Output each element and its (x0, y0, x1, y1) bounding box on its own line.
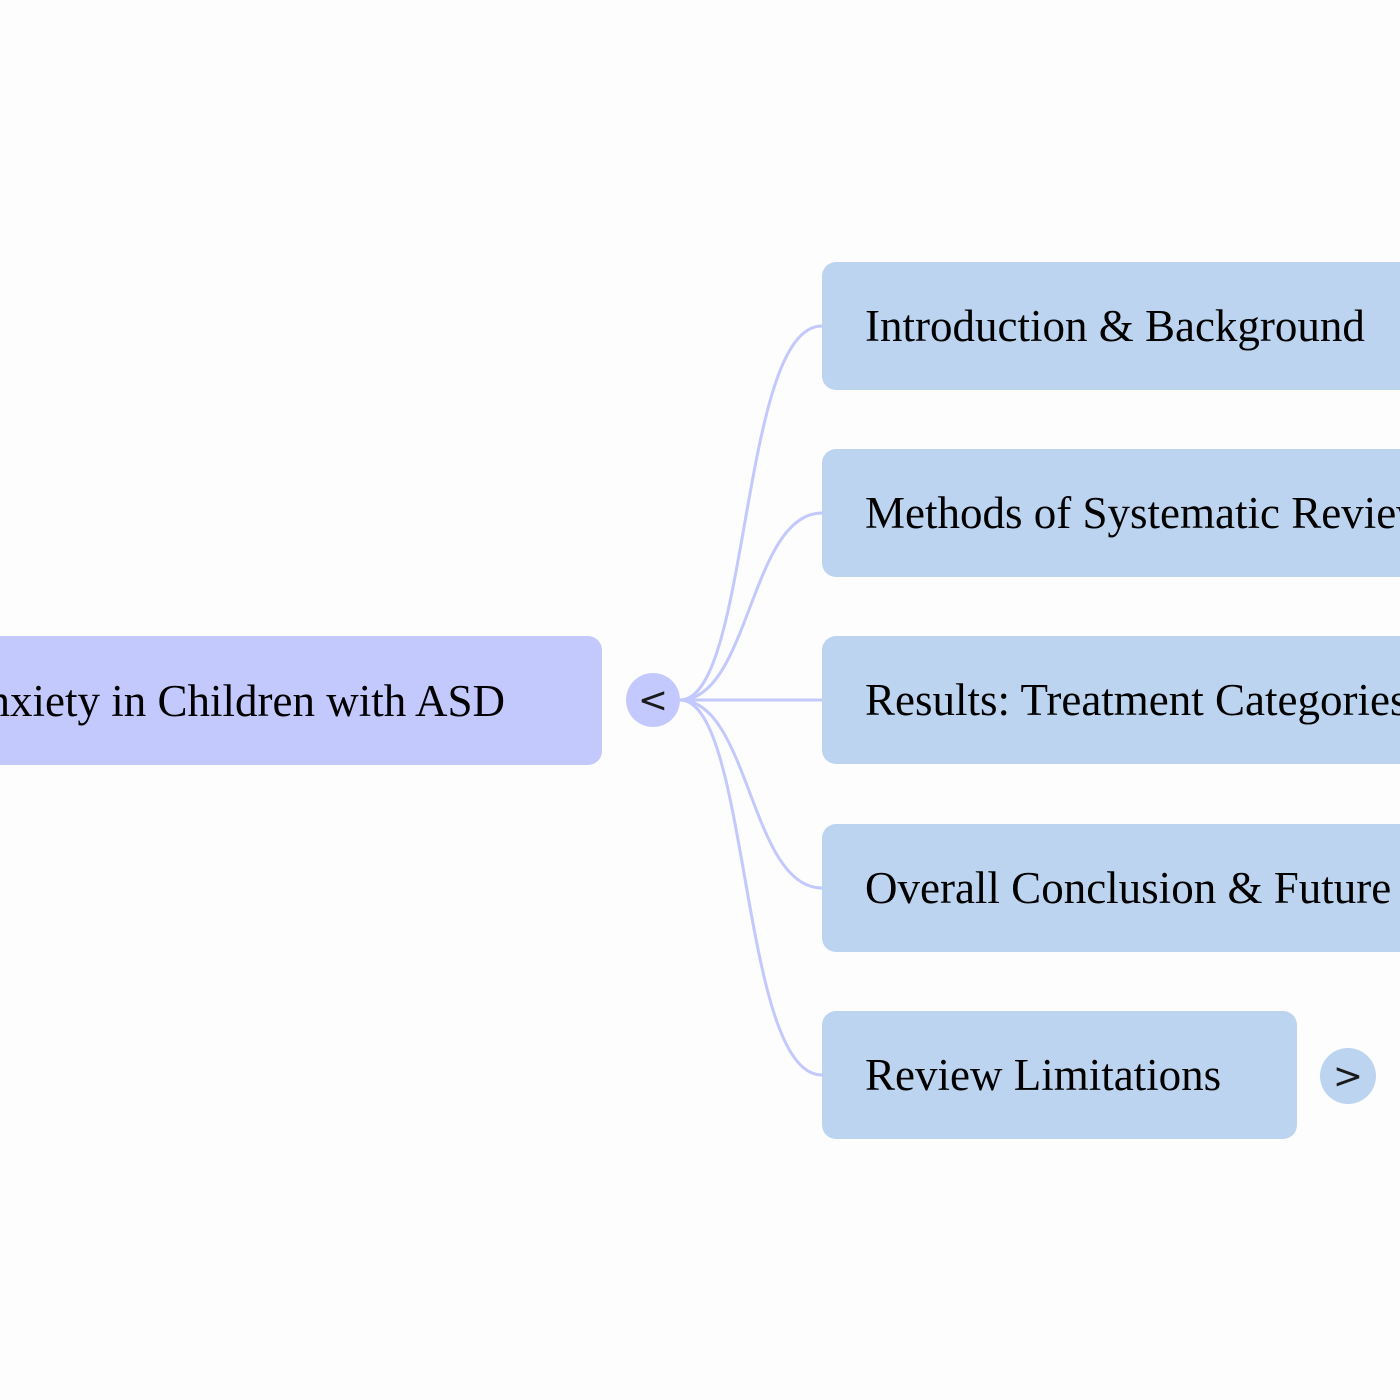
collapse-toggle-icon[interactable]: < (626, 673, 680, 727)
link-introduction (679, 324, 823, 702)
root-node[interactable]: Anxiety in Children with ASD (0, 636, 602, 765)
child-node-label: Introduction & Background (865, 301, 1365, 351)
link-limitations (679, 698, 823, 1077)
root-node-label: Anxiety in Children with ASD (0, 675, 505, 726)
collapse-toggle-symbol: < (637, 679, 669, 721)
child-node-label: Review Limitations (865, 1050, 1222, 1100)
child-node-results[interactable]: Results: Treatment Categories (822, 636, 1400, 764)
child-node-introduction[interactable]: Introduction & Background (822, 262, 1400, 390)
link-methods (679, 511, 823, 702)
child-node-conclusion[interactable]: Overall Conclusion & Future Directions (822, 824, 1400, 952)
expand-toggle-symbol: > (1332, 1055, 1364, 1097)
child-node-label: Results: Treatment Categories (865, 675, 1400, 725)
child-node-methods[interactable]: Methods of Systematic Review (822, 449, 1400, 577)
child-node-label: Overall Conclusion & Future Directions (865, 863, 1400, 913)
child-node-limitations[interactable]: Review Limitations (822, 1011, 1297, 1139)
link-conclusion (679, 698, 823, 890)
expand-toggle-icon[interactable]: > (1320, 1048, 1376, 1104)
child-node-label: Methods of Systematic Review (865, 488, 1400, 538)
